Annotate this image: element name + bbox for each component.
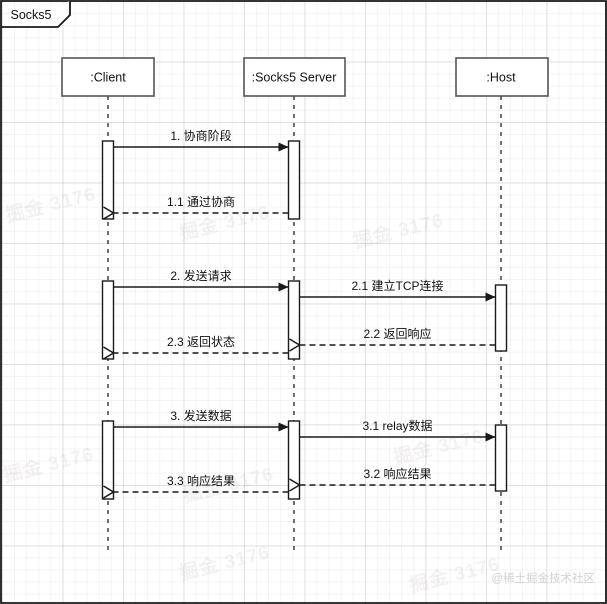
message-m3_2[interactable]: 3.2 响应结果 [289,466,496,492]
message-label-m3: 3. 发送数据 [170,408,231,423]
activation-bar-a-host-1[interactable] [494,284,508,352]
activation-bar-a-host-2[interactable] [494,424,508,492]
message-open-arrowhead-m2_2 [289,338,301,352]
lifeline-label-client: :Client [90,71,126,85]
activation-bar-a-server-1[interactable] [287,140,301,220]
message-label-m3_2: 3.2 响应结果 [363,466,431,481]
message-m2[interactable]: 2. 发送请求 [113,268,289,292]
message-m2_3[interactable]: 2.3 返回状态 [103,335,289,360]
message-m3_1[interactable]: 3.1 relay数据 [299,418,496,442]
message-label-m2_2: 2.2 返回响应 [363,326,431,341]
message-label-m2: 2. 发送请求 [170,268,231,283]
message-label-m2_1: 2.1 建立TCP连接 [351,278,443,293]
frame-label-tab[interactable] [1,1,71,28]
lifeline-box-client[interactable] [61,57,155,97]
message-open-arrowhead-m3_3 [103,485,115,499]
message-label-m3_3: 3.3 响应结果 [167,473,235,488]
message-m1_1[interactable]: 1.1 通过协商 [103,194,289,220]
message-m3_3[interactable]: 3.3 响应结果 [103,473,289,499]
activation-bar-a-client-1[interactable] [101,140,115,220]
message-m2_1[interactable]: 2.1 建立TCP连接 [299,278,496,302]
message-label-m3_1: 3.1 relay数据 [362,418,432,433]
message-open-arrowhead-m3_2 [289,478,301,492]
message-label-m2_3: 2.3 返回状态 [167,335,235,349]
message-m2_2[interactable]: 2.2 返回响应 [289,326,496,352]
message-m3[interactable]: 3. 发送数据 [113,408,289,432]
lifeline-label-server: :Socks5 Server [252,71,337,85]
message-label-m1_1: 1.1 通过协商 [167,194,235,209]
lifeline-box-server[interactable] [243,57,346,97]
message-label-m1: 1. 协商阶段 [170,128,231,143]
message-open-arrowhead-m1_1 [103,206,115,220]
lifeline-label-host: :Host [486,71,516,85]
lifeline-server: :Socks5 Server [243,57,346,551]
message-m1[interactable]: 1. 协商阶段 [113,128,289,152]
activation-bar-a-server-2[interactable] [287,280,301,360]
message-open-arrowhead-m2_3 [103,346,115,360]
activation-bar-a-client-3[interactable] [101,420,115,500]
activation-bar-a-client-2[interactable] [101,280,115,360]
corner-watermark: @稀土掘金技术社区 [491,573,595,585]
activation-bar-a-server-3[interactable] [287,420,301,500]
lifeline-box-host[interactable] [455,57,549,97]
frame-label: Socks5 [11,8,52,22]
